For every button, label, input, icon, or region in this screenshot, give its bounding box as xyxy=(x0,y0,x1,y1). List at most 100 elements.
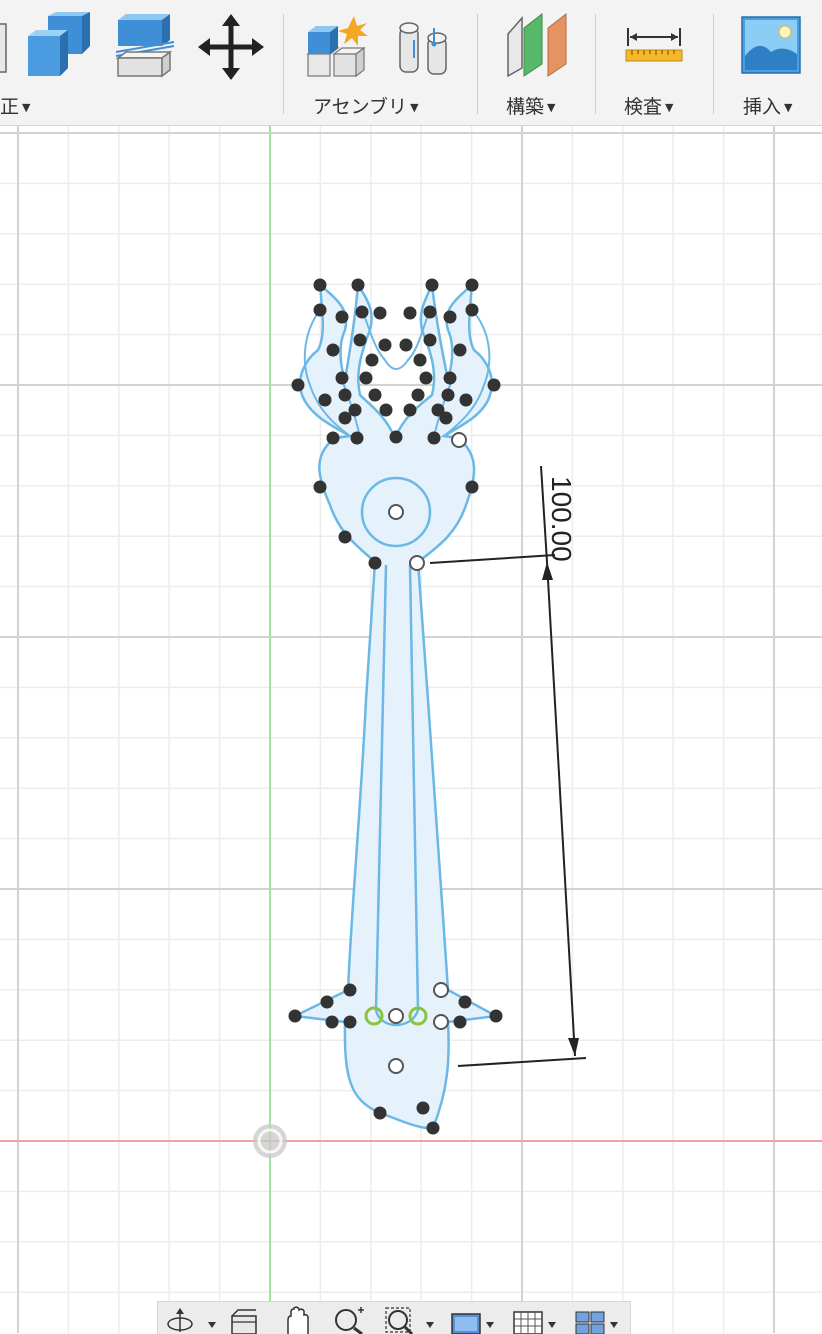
sketch-point[interactable] xyxy=(350,431,364,445)
move-icon[interactable] xyxy=(198,14,264,80)
sketch-open-point[interactable] xyxy=(388,1058,404,1074)
sketch-point[interactable] xyxy=(453,1015,467,1029)
dimension-value[interactable]: 100.00 xyxy=(546,476,577,562)
sketch-point[interactable] xyxy=(419,371,433,385)
viewports-icon[interactable] xyxy=(574,1306,624,1334)
inspect-group-label[interactable]: 検査▼ xyxy=(624,92,673,119)
sketch-point[interactable] xyxy=(403,403,417,417)
sketch-open-point[interactable] xyxy=(433,1014,449,1030)
sketch-point[interactable] xyxy=(335,310,349,324)
sketch-point[interactable] xyxy=(378,338,392,352)
sketch-point[interactable] xyxy=(389,430,403,444)
modify-group-label[interactable]: 正▼ xyxy=(0,92,30,119)
sketch-point[interactable] xyxy=(465,303,479,317)
zoom-window-icon[interactable] xyxy=(384,1306,440,1334)
new-component-icon[interactable] xyxy=(304,14,372,80)
sketch-point[interactable] xyxy=(459,393,473,407)
insert-image-icon[interactable] xyxy=(741,16,803,76)
sketch-point[interactable] xyxy=(343,983,357,997)
sketch-points[interactable] xyxy=(288,278,503,1135)
sketch-point[interactable] xyxy=(313,278,327,292)
toolbar-separator xyxy=(477,14,478,114)
sketch-point[interactable] xyxy=(427,431,441,445)
sketch-open-point[interactable] xyxy=(388,504,404,520)
sketch-point[interactable] xyxy=(359,371,373,385)
assembly-label-text: アセンブリ xyxy=(313,96,408,118)
sketch-open-point[interactable] xyxy=(433,982,449,998)
sketch-point[interactable] xyxy=(353,333,367,347)
sketch-point[interactable] xyxy=(423,305,437,319)
sketch-point[interactable] xyxy=(355,305,369,319)
modify-partial-icon[interactable] xyxy=(0,14,14,74)
sketch-open-point[interactable] xyxy=(388,1008,404,1024)
sketch-point[interactable] xyxy=(441,388,455,402)
sketch-point[interactable] xyxy=(373,1106,387,1120)
modify-dropdown-icon: ▼ xyxy=(22,101,31,114)
display-settings-icon[interactable] xyxy=(450,1306,500,1334)
pan-hand-icon[interactable] xyxy=(280,1306,314,1334)
sketch-point[interactable] xyxy=(453,343,467,357)
offset-face-icon[interactable] xyxy=(112,12,180,80)
grid-settings-icon[interactable] xyxy=(512,1306,562,1334)
sketch-point[interactable] xyxy=(313,303,327,317)
sketch-point[interactable] xyxy=(326,343,340,357)
assembly-group-label[interactable]: アセンブリ▼ xyxy=(313,92,419,119)
sketch-point[interactable] xyxy=(338,530,352,544)
sketch-canvas[interactable]: 100.00 xyxy=(0,126,822,1333)
sketch-point[interactable] xyxy=(288,1009,302,1023)
sketch-point[interactable] xyxy=(373,306,387,320)
sketch-point[interactable] xyxy=(465,278,479,292)
sketch-point[interactable] xyxy=(458,995,472,1009)
insert-dropdown-icon: ▼ xyxy=(784,101,793,114)
sketch-point[interactable] xyxy=(465,480,479,494)
look-at-icon[interactable] xyxy=(228,1306,262,1334)
sketch-point[interactable] xyxy=(335,371,349,385)
construct-plane-icon[interactable] xyxy=(500,12,572,80)
construct-group-label[interactable]: 構築▼ xyxy=(506,92,555,119)
construct-dropdown-icon: ▼ xyxy=(547,101,556,114)
sketch-point[interactable] xyxy=(399,338,413,352)
sketch-point[interactable] xyxy=(326,431,340,445)
sketch-point[interactable] xyxy=(443,310,457,324)
sketch-point[interactable] xyxy=(443,371,457,385)
sketch-point[interactable] xyxy=(368,556,382,570)
sketch-point[interactable] xyxy=(439,411,453,425)
sketch-point[interactable] xyxy=(426,1121,440,1135)
sketch-point[interactable] xyxy=(343,1015,357,1029)
sketch-point[interactable] xyxy=(348,403,362,417)
sketch-point[interactable] xyxy=(379,403,393,417)
sketch-open-point[interactable] xyxy=(409,555,425,571)
sketch-point[interactable] xyxy=(403,306,417,320)
sketch-point[interactable] xyxy=(489,1009,503,1023)
sketch-point[interactable] xyxy=(423,333,437,347)
sketch-point[interactable] xyxy=(487,378,501,392)
sketch-point[interactable] xyxy=(411,388,425,402)
sketch-point[interactable] xyxy=(313,480,327,494)
inner-slot-line xyxy=(374,564,420,1027)
measure-icon[interactable] xyxy=(622,24,688,68)
sketch-open-point[interactable] xyxy=(451,432,467,448)
sketch-point[interactable] xyxy=(338,388,352,402)
sketch-point[interactable] xyxy=(320,995,334,1009)
sketch-point[interactable] xyxy=(338,411,352,425)
zoom-icon[interactable] xyxy=(332,1306,372,1334)
sketch-point[interactable] xyxy=(425,278,439,292)
combine-icon[interactable] xyxy=(24,12,94,80)
insert-group-label[interactable]: 挿入▼ xyxy=(743,92,792,119)
sketch-point[interactable] xyxy=(431,403,445,417)
orbit-icon[interactable] xyxy=(164,1306,216,1334)
sketch-point[interactable] xyxy=(368,388,382,402)
toolbar-separator xyxy=(595,14,596,114)
sketch-point[interactable] xyxy=(318,393,332,407)
coincident-constraints[interactable] xyxy=(364,1006,428,1026)
sketch-point[interactable] xyxy=(325,1015,339,1029)
joint-icon[interactable] xyxy=(394,14,454,80)
sketch-point[interactable] xyxy=(291,378,305,392)
sketch-point[interactable] xyxy=(365,353,379,367)
sketch-outline xyxy=(290,280,501,1130)
sketch-point[interactable] xyxy=(416,1101,430,1115)
linear-dimension[interactable] xyxy=(429,465,587,1067)
sketch-open-points[interactable] xyxy=(388,432,467,1074)
sketch-point[interactable] xyxy=(351,278,365,292)
sketch-point[interactable] xyxy=(413,353,427,367)
